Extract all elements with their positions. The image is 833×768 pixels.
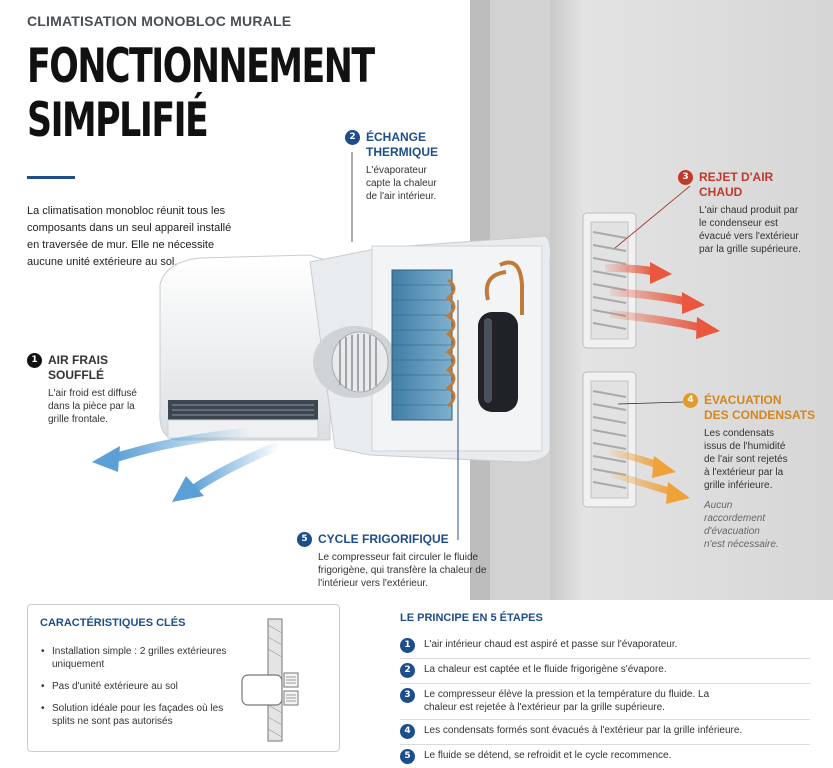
- callout-4-title-line2: DES CONDENSATS: [704, 408, 816, 422]
- callout-3-title: REJET D'AIR CHAUD: [699, 170, 774, 199]
- key-features-box: CARACTÉRISTIQUES CLÉS Installation simpl…: [27, 604, 340, 752]
- callout-4-note: Aucun raccordement d'évacuation n'est né…: [704, 500, 779, 550]
- callout-5-title: CYCLE FRIGORIFIQUE: [318, 532, 449, 546]
- step-row: 5 Le fluide se détend, se refroidit et l…: [400, 745, 810, 768]
- feature-item: Installation simple : 2 grilles extérieu…: [40, 645, 240, 671]
- step-number: 4: [400, 724, 415, 739]
- intro-text: La climatisation monobloc réunit tous le…: [27, 205, 232, 268]
- callout-3-text: L'air chaud produit par le condenseur es…: [699, 205, 801, 255]
- step-number: 1: [400, 638, 415, 653]
- step-row: 3 Le compresseur élève la pression et la…: [400, 684, 810, 720]
- cold-air-arrows: [92, 427, 282, 502]
- callout-2-title-line1: ÉCHANGE: [366, 130, 427, 144]
- upper-exterior-grille: [582, 212, 637, 349]
- step-number: 2: [400, 663, 415, 678]
- condensate-arrows: [609, 448, 690, 504]
- callout-3-number: 3: [678, 170, 693, 185]
- callout-1-number: 1: [27, 353, 42, 368]
- page-title: FONCTIONNEMENT SIMPLIFIÉ: [27, 39, 375, 148]
- evaporator-coil: [391, 269, 456, 421]
- wall-unit-mini-diagram: [241, 618, 299, 742]
- callout-1-title-line2: SOUFFLÉ: [48, 368, 104, 382]
- callout-heat-exchange: 2 ÉCHANGE THERMIQUE L'évaporateur capte …: [345, 130, 455, 203]
- step-text: L'air intérieur chaud est aspiré et pass…: [424, 639, 678, 650]
- callout-2-text: L'évaporateur capte la chaleur de l'air …: [366, 165, 437, 202]
- callout-2-number: 2: [345, 130, 360, 145]
- step-text: Les condensats formés sont évacués à l'e…: [424, 725, 743, 736]
- ac-illustration: [92, 0, 833, 600]
- step-row: 4 Les condensats formés sont évacués à l…: [400, 720, 810, 745]
- hot-air-arrows: [604, 262, 720, 339]
- step-text: La chaleur est captée et le fluide frigo…: [424, 664, 667, 675]
- title-line-1: FONCTIONNEMENT: [27, 39, 375, 94]
- callout-condensate: 4 ÉVACUATION DES CONDENSATS Les condensa…: [683, 393, 823, 551]
- callout-refrigeration-cycle: 5 CYCLE FRIGORIFIQUE Le compresseur fait…: [297, 532, 537, 590]
- callout-cold-air: 1 AIR FRAIS SOUFFLÉ L'air froid est diff…: [27, 353, 147, 426]
- callout-4-title-line1: ÉVACUATION: [704, 393, 782, 407]
- callout-4-number: 4: [683, 393, 698, 408]
- title-underline: [27, 176, 75, 179]
- step-number: 3: [400, 688, 415, 703]
- compressor: [478, 260, 524, 412]
- callout-4-text: Les condensats issus de l'humidité de l'…: [704, 428, 788, 491]
- kicker-label: CLIMATISATION MONOBLOC MURALE: [27, 13, 292, 29]
- features-title: CARACTÉRISTIQUES CLÉS: [40, 617, 186, 629]
- feature-item: Solution idéale pour les façades où les …: [40, 702, 240, 728]
- feature-item: Pas d'unité extérieure au sol: [40, 680, 240, 693]
- callout-5-text: Le compresseur fait circuler le fluide f…: [318, 552, 487, 589]
- fan-blower: [313, 326, 397, 398]
- steps-title: LE PRINCIPE EN 5 ÉTAPES: [400, 612, 543, 624]
- step-number: 5: [400, 749, 415, 764]
- callout-hot-air-exhaust: 3 REJET D'AIR CHAUD L'air chaud produit …: [678, 170, 818, 256]
- ac-unit: [159, 235, 551, 463]
- title-line-2: SIMPLIFIÉ: [27, 93, 209, 148]
- step-text: Le fluide se détend, se refroidit et le …: [424, 750, 672, 761]
- callout-2-title-line2: THERMIQUE: [366, 145, 438, 159]
- step-row: 2 La chaleur est captée et le fluide fri…: [400, 659, 810, 684]
- step-row: 1 L'air intérieur chaud est aspiré et pa…: [400, 634, 810, 659]
- callout-1-text: L'air froid est diffusé dans la pièce pa…: [48, 388, 137, 425]
- five-steps-panel: LE PRINCIPE EN 5 ÉTAPES 1 L'air intérieu…: [400, 604, 810, 768]
- callout-1-title-line1: AIR FRAIS: [48, 353, 108, 367]
- features-list: Installation simple : 2 grilles extérieu…: [40, 645, 240, 737]
- lower-exterior-grille: [582, 371, 637, 508]
- callout-5-number: 5: [297, 532, 312, 547]
- step-text: Le compresseur élève la pression et la t…: [424, 689, 710, 713]
